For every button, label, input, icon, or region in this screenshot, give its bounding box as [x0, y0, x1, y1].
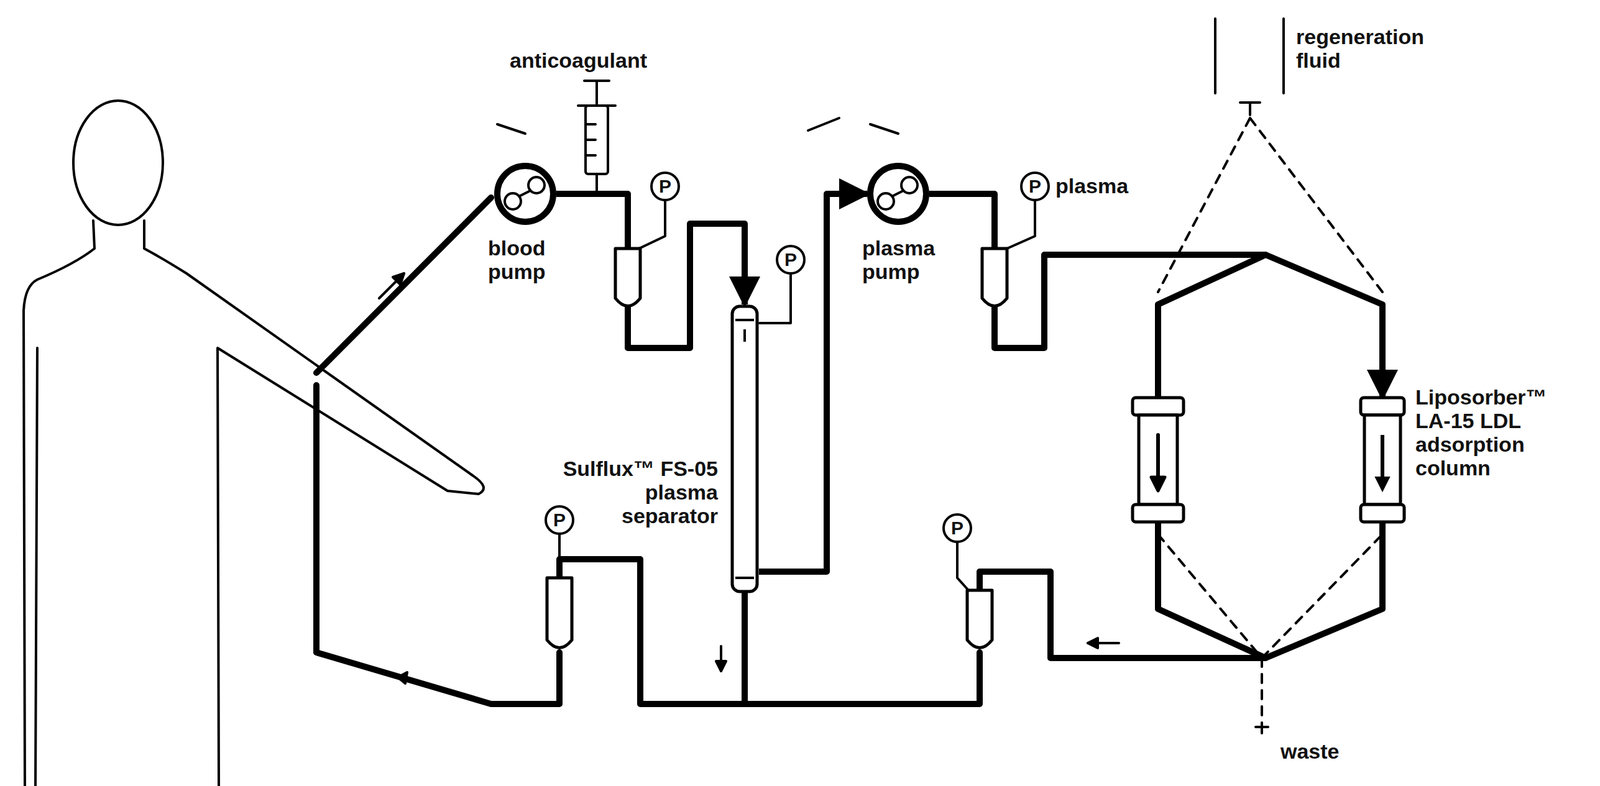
flow-arrow: [379, 118, 1119, 687]
pressure-gauge: [545, 172, 1049, 591]
node-label: plasma pump: [862, 236, 956, 284]
gauge-label: P: [943, 514, 971, 543]
gauge-label: P: [545, 506, 574, 534]
gauge-label: P: [651, 172, 679, 201]
adsorption-column: [1132, 397, 1184, 523]
node-outline: [867, 162, 930, 226]
regeneration-line: [1158, 18, 1383, 734]
text-label: anticoagulant: [509, 48, 697, 73]
node-outline: [494, 162, 557, 226]
node-label: blood pump: [487, 236, 582, 284]
plasma-separator: Sulflux™ FS-05 plasma separator: [730, 304, 759, 594]
text-label: waste: [1280, 739, 1368, 764]
pump: plasma pump: [867, 162, 930, 226]
text-label: regeneration fluid: [1296, 24, 1440, 73]
gauge-label: P: [1021, 172, 1049, 201]
node-outline: [730, 304, 759, 594]
text-label: plasma: [1055, 174, 1155, 198]
anticoagulant-syringe: [578, 80, 616, 191]
tubing-connector: [929, 193, 1383, 398]
adsorption-column: Liposorber™ LA-15 LDL adsorption column: [1360, 397, 1405, 523]
patient-figure: [23, 100, 484, 786]
tubing-connector: [556, 193, 745, 349]
node-label: Liposorber™ LA-15 LDL adsorption column: [1415, 385, 1553, 480]
node-label: Sulflux™ FS-05 plasma separator: [543, 456, 718, 528]
tubing: [316, 197, 1383, 705]
pump: blood pump: [494, 162, 557, 226]
tubing-connector: [758, 193, 868, 572]
gauge-label: P: [777, 246, 805, 274]
node-outline: [1360, 397, 1405, 523]
drip-chamber: [547, 248, 1007, 649]
